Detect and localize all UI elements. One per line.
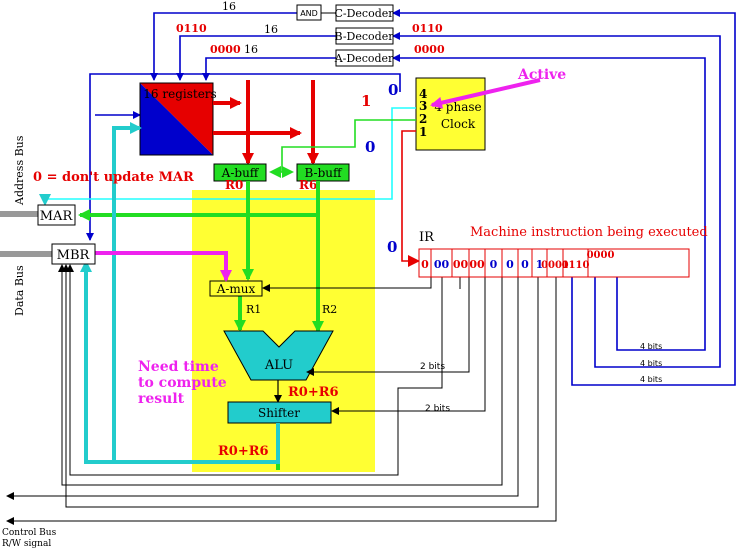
alu-result: R0+R6 [288,385,339,400]
r2-label: R2 [322,303,337,316]
alu-label: ALU [264,358,293,373]
shifter-label: Shifter [258,406,300,420]
address-bus-stub [0,211,38,217]
instruction-field-4: 0 [490,258,498,271]
code-0000-left: 0000 [210,43,241,56]
signal-0-ir: 0 [387,238,397,256]
and-gate-label: AND [300,9,318,18]
active-label: Active [517,67,566,83]
b-decoder [335,27,394,45]
clock-phase-4: 4 [419,87,427,101]
b-buff [296,163,350,182]
cyan-writeback-paths [80,122,280,464]
black-control-lines [6,264,557,525]
instruction-field-3: 00 [469,258,485,271]
instruction-caption: Machine instruction being executed [470,225,708,240]
registers-blue-half [140,83,213,155]
green-buffer-latch-line [281,119,416,172]
code-0000-right: 0000 [414,43,445,56]
instruction-field-7: 1 [536,258,544,271]
two-bits-alu: 2 bits [420,362,445,372]
registers-label: 16 registers [143,87,216,101]
width-16-low: 16 [244,43,258,56]
need-time-line3: result [138,391,185,407]
clock-phase-1: 1 [419,125,427,139]
shifter-result: R0+R6 [218,444,269,459]
four-bits-3: 4 bits [640,375,662,384]
signal-0-mid: 0 [365,138,375,156]
red-ir-load-line [401,130,420,267]
code-0110-left: 0110 [176,22,207,35]
mar-note: 0 = don't update MAR [33,170,194,185]
width-16-mid: 16 [264,23,278,36]
rw-signal-label: R/W signal [2,539,51,549]
four-bits-2: 4 bits [640,359,662,368]
clock-phase-3: 3 [419,99,427,113]
control-bus-label: Control Bus [2,528,57,538]
c-decoder [335,4,394,22]
clock-block [415,77,486,151]
two-bits-shifter: 2 bits [425,404,450,414]
clock-label-line2: Clock [441,117,476,131]
data-bus-stub [0,251,52,257]
magenta-mbr-path [95,251,232,282]
instruction-register [418,248,690,278]
need-time-line1: Need time [138,359,219,375]
address-bus-label: Address Bus [13,135,26,206]
clock-phase-2: 2 [419,112,427,126]
instruction-field-6: 0 [521,258,529,271]
active-arrow [430,78,541,109]
mar-register [37,204,76,226]
instruction-field-10: 0000 [587,250,615,261]
need-time-line2: to compute [138,375,227,391]
registers-block [139,82,214,156]
alu [223,330,334,381]
a-mux-label: A-mux [216,282,256,296]
instruction-field-0: 0 [421,258,429,271]
four-bits-1: 4 bits [640,342,662,351]
mar-label: MAR [40,209,74,224]
r0-label: R0 [225,178,243,192]
c-decoder-label: C-Decoder [334,7,394,20]
instruction-field-1: 00 [434,258,450,271]
instruction-field-5: 0 [506,258,514,271]
ir-label: IR [419,230,435,245]
signal-1: 1 [361,92,371,110]
a-decoder [335,49,394,67]
data-bus-label: Data Bus [13,265,26,316]
b-buff-label: B-buff [304,166,343,180]
b-decoder-label: B-Decoder [335,30,395,43]
instruction-field-8: 0001 [541,260,569,271]
instruction-field-2: 00 [453,258,469,271]
width-16-top: 16 [222,0,236,13]
mbr-label: MBR [57,248,91,263]
a-buff [213,163,267,182]
blue-control-wires [86,9,736,386]
r1-label: R1 [246,303,261,316]
a-decoder-label: A-Decoder [334,52,394,65]
a-buff-label: A-buff [221,166,260,180]
cyan-mar-latch-line [39,107,416,206]
red-register-paths [213,80,319,165]
r6-label: R6 [299,178,317,192]
active-region-highlight [192,190,375,472]
instruction-field-9: 0110 [562,260,590,271]
code-0110-right: 0110 [412,22,443,35]
signal-0-top: 0 [388,81,398,99]
